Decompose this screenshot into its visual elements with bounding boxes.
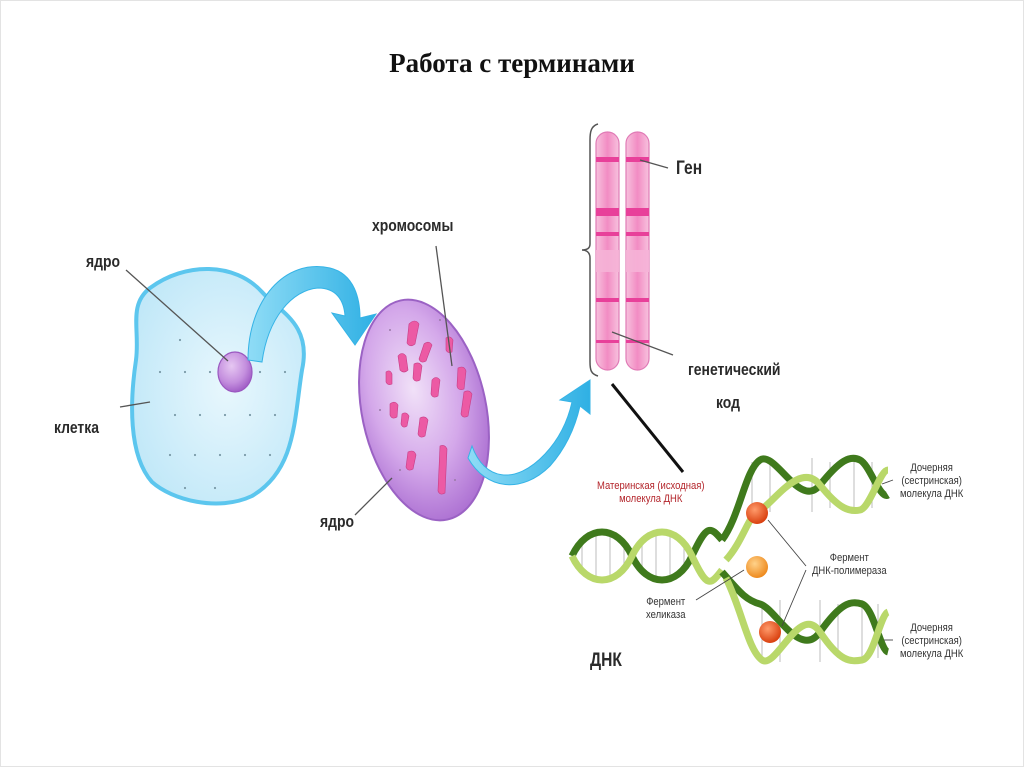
arrow-nucleus-to-chromosome xyxy=(467,379,591,486)
enzyme-helicase xyxy=(746,556,768,578)
chromosome-bracket xyxy=(581,123,599,377)
cell-dots xyxy=(158,333,287,490)
label-nucleus-cell: ядро xyxy=(86,252,121,271)
label-genetic-code-1: генетический xyxy=(688,360,781,379)
parent-helix xyxy=(568,526,725,585)
label-gene: Ген xyxy=(676,158,703,179)
arrow-cell-to-nucleus xyxy=(247,266,378,363)
label-dna: ДНК xyxy=(590,650,622,671)
label-helicase: Фермент хеликаза xyxy=(646,596,686,621)
pointer-genetic-code xyxy=(611,331,674,356)
cell-nucleus xyxy=(217,351,253,393)
enzyme-pointer-lines xyxy=(695,479,894,641)
pointer-dna xyxy=(610,383,685,473)
big-nucleus xyxy=(358,298,490,522)
label-daughter-bottom: Дочерняя (сестринская) молекула ДНК xyxy=(900,622,964,660)
nucleus-with-chromosomes xyxy=(358,298,490,522)
label-polymerase: Фермент ДНК-полимераза xyxy=(812,552,887,577)
enzyme-polymerase-bottom xyxy=(759,621,781,643)
label-nucleus-big: ядро xyxy=(320,512,355,531)
label-chromosomes: хромосомы xyxy=(372,216,454,235)
pointer-nucleus-cell xyxy=(125,269,229,362)
daughter-helix-bottom xyxy=(719,569,891,665)
label-maternal-dna: Материнская (исходная) молекула ДНК xyxy=(597,480,705,505)
enzyme-polymerase-top xyxy=(746,502,768,524)
dna-replication xyxy=(568,454,894,665)
chromosome xyxy=(581,123,650,377)
chromosomes xyxy=(385,320,473,495)
label-daughter-top: Дочерняя (сестринская) молекула ДНК xyxy=(900,462,964,500)
label-cell: клетка xyxy=(54,418,99,437)
pointer-nucleus-big xyxy=(354,477,393,516)
page-title: Работа с терминами xyxy=(389,48,635,78)
pointer-gene xyxy=(639,159,669,169)
pointer-cell xyxy=(119,401,151,408)
pointer-chromosomes xyxy=(435,245,453,367)
label-genetic-code-2: код xyxy=(716,393,740,412)
